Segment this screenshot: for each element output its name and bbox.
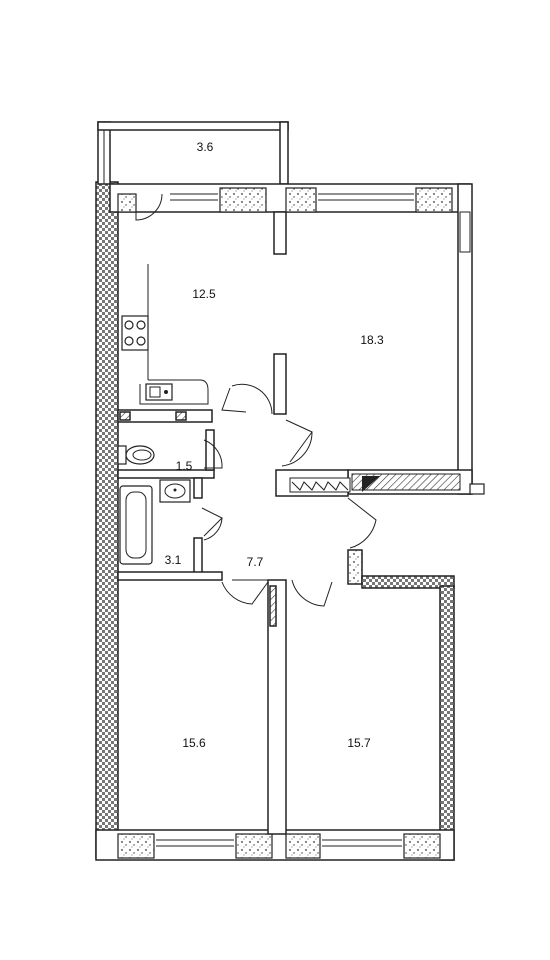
stove-icon bbox=[121, 315, 149, 351]
sink-icon bbox=[145, 383, 173, 401]
room-area-hallway: 7.7 bbox=[247, 555, 264, 569]
bathtub-icon bbox=[119, 485, 153, 565]
room-area-bathroom: 3.1 bbox=[165, 553, 182, 567]
kitchen-counter bbox=[139, 264, 209, 405]
room-area-bedroom-left: 15.6 bbox=[182, 736, 206, 750]
ventilation-shaft bbox=[362, 476, 380, 492]
washbasin-icon bbox=[159, 479, 191, 503]
room-area-bedroom-right: 15.7 bbox=[347, 736, 371, 750]
room-area-kitchen: 12.5 bbox=[192, 287, 216, 301]
radiator bbox=[289, 477, 351, 493]
outer-walls bbox=[95, 121, 485, 861]
room-area-living-room: 18.3 bbox=[360, 333, 384, 347]
toilet-icon bbox=[117, 445, 155, 465]
doors bbox=[135, 193, 377, 607]
room-area-toilet: 1.5 bbox=[176, 459, 193, 473]
inner-walls bbox=[117, 211, 349, 835]
room-area-balcony: 3.6 bbox=[197, 140, 214, 154]
